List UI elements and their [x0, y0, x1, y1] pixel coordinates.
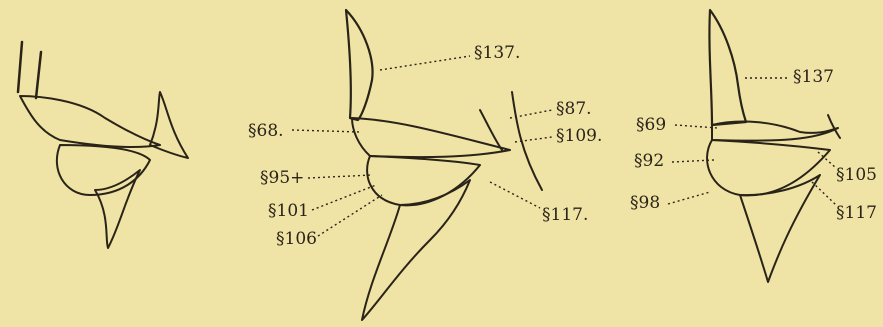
figure-2-label-109: §109.	[556, 126, 602, 146]
figure-1-right-process	[150, 92, 188, 158]
figure-3-label-69: §69	[636, 115, 666, 135]
figure-2-label-68: §68.	[248, 121, 284, 141]
figure-1-upper-lobe	[20, 96, 160, 147]
figure-2-leader-137	[380, 56, 470, 70]
figure-3-prong	[828, 115, 840, 138]
figure-2-bulb	[367, 156, 480, 205]
figure-3-label-117: §117	[836, 203, 877, 223]
figure-2: §137. §68. §87. §109. §95+ §101 §106 §11…	[248, 10, 602, 320]
figure-2-spine	[346, 10, 373, 120]
figure-2-leader-68	[292, 130, 360, 132]
figure-3-label-137: §137	[793, 67, 834, 87]
figure-3-spine	[709, 10, 746, 125]
figure-1-central-bulge	[57, 145, 150, 195]
figure-2-leader-101	[312, 185, 376, 210]
figure-1	[18, 42, 188, 248]
figure-2-lower-stem	[362, 180, 470, 320]
figure-3-bulb	[707, 140, 830, 195]
figure-2-label-95: §95+	[260, 168, 304, 188]
figure-3-leader-98	[668, 192, 710, 204]
figure-3-label-92: §92	[634, 151, 664, 171]
figure-2-label-106: §106	[276, 229, 317, 249]
figure-1-stalk-a	[18, 42, 22, 92]
figure-1-stalk-b	[36, 52, 41, 98]
figure-2-twig-b	[512, 92, 542, 190]
figure-3-label-105: §105	[836, 165, 877, 185]
figure-3-lower-stem	[740, 175, 820, 282]
figure-2-leader-117	[490, 182, 540, 208]
figure-2-leader-95	[308, 175, 372, 178]
figure-3-label-98: §98	[630, 193, 660, 213]
figure-2-label-117: §117.	[542, 205, 588, 225]
figure-2-leader-106	[318, 195, 382, 236]
figure-2-label-87: §87.	[556, 99, 592, 119]
figure-3: §137 §69 §92 §98 §105 §117	[630, 10, 877, 282]
figure-3-leader-117	[812, 182, 836, 205]
figure-2-label-137: §137.	[474, 43, 520, 63]
figure-2-label-101: §101	[268, 201, 309, 221]
